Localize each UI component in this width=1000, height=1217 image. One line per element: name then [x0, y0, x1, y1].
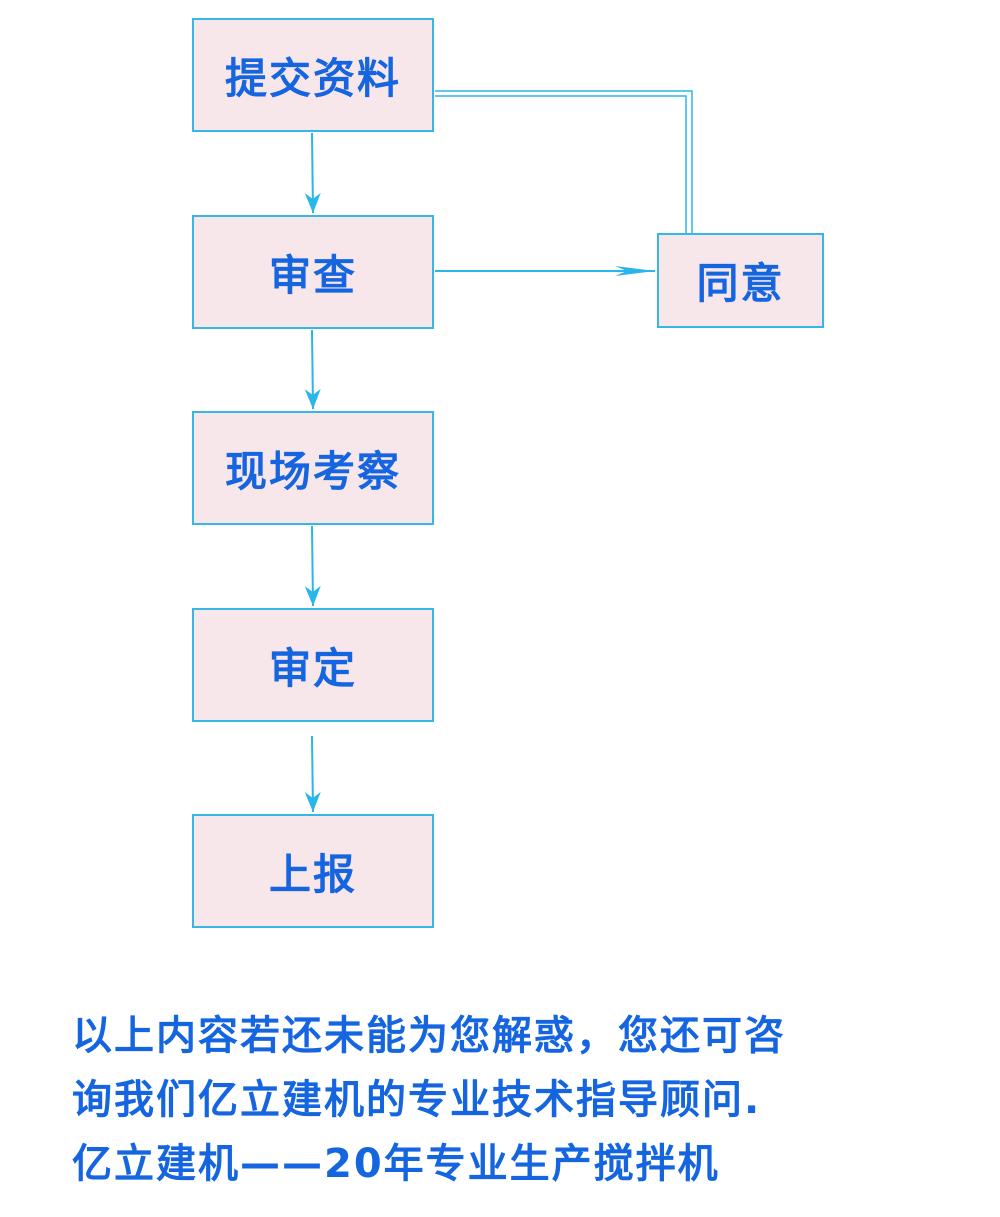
node-report: 上报 — [192, 814, 434, 928]
caption-line-3: 亿立建机——20年专业生产搅拌机 — [72, 1141, 720, 1187]
edge-review-to-site — [304, 329, 321, 410]
edge-submit-to-agree-outer — [435, 90, 693, 233]
edge-submit-to-agree-inner — [435, 95, 687, 233]
edge-submit-to-review — [304, 132, 321, 214]
node-agree: 同意 — [657, 233, 824, 328]
caption: 以上内容若还未能为您解惑，您还可咨 询我们亿立建机的专业技术指导顾问. 亿立建机… — [72, 1004, 952, 1196]
caption-line-2: 询我们亿立建机的专业技术指导顾问. — [72, 1077, 762, 1123]
node-site-inspection: 现场考察 — [192, 411, 434, 525]
node-submit: 提交资料 — [192, 18, 434, 132]
edge-site-to-approve — [304, 525, 321, 607]
edge-approve-to-report — [304, 735, 321, 813]
node-approve: 审定 — [192, 608, 434, 722]
caption-line-1: 以上内容若还未能为您解惑，您还可咨 — [72, 1013, 786, 1059]
node-review: 审查 — [192, 215, 434, 329]
